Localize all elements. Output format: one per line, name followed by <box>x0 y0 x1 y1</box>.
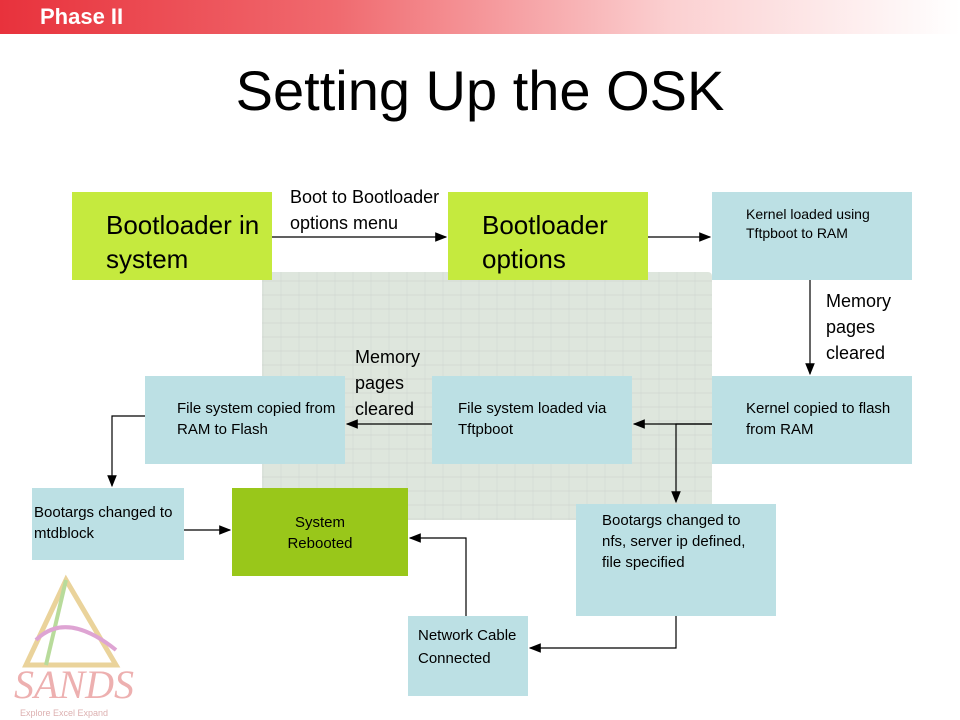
phase-banner: Phase II <box>0 0 960 34</box>
arrow-nfs-to-network-cable <box>528 616 677 653</box>
sands-logo: SANDS Explore Excel Expand <box>14 574 134 718</box>
node-bootargs-nfs: Bootargs changed to nfs, server ip defin… <box>576 504 776 616</box>
label-boot-to-menu: Boot to Bootloader options menu <box>290 187 440 233</box>
node-bootloader-in-system: Bootloader in system <box>72 192 272 280</box>
arrow-network-cable-to-rebooted <box>408 533 467 616</box>
slide-title: Setting Up the OSK <box>235 59 725 122</box>
node-kernel-copied: Kernel copied to flash from RAM <box>712 376 912 464</box>
arrow-kernel-copied-to-nfs <box>671 423 712 504</box>
logo-tagline: Explore Excel Expand <box>20 708 108 718</box>
node-kernel-loaded: Kernel loaded using Tftpboot to RAM <box>712 192 912 280</box>
node-bootloader-options: Bootloader options <box>448 192 648 280</box>
node-network-cable: Network Cable Connected <box>408 616 528 696</box>
phase-label: Phase II <box>40 4 124 29</box>
node-system-rebooted: System Rebooted <box>232 488 408 576</box>
node-file-system-loaded: File system loaded via Tftpboot <box>432 376 632 464</box>
arrow-fs-copied-to-mtdblock <box>107 415 145 488</box>
label-memory-cleared-middle: Memory pages cleared <box>355 347 421 419</box>
logo-text: SANDS <box>14 662 134 707</box>
node-bootargs-mtdblock: Bootargs changed to mtdblock <box>32 488 184 560</box>
label-memory-cleared-right: Memory pages cleared <box>826 291 892 363</box>
node-file-system-copied: File system copied from RAM to Flash <box>145 376 345 464</box>
